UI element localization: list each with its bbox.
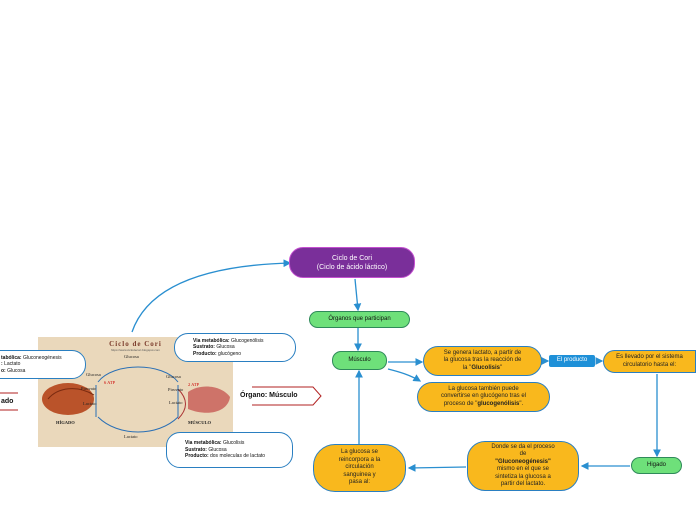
higado-label: Higado bbox=[646, 461, 666, 468]
cori-higado-label: HÍGADO bbox=[56, 420, 75, 425]
cori-musculo-label: MÚSCULO bbox=[188, 420, 212, 425]
main-topic-line1: Ciclo de Cori bbox=[331, 254, 373, 262]
organo-musculo-label[interactable]: Órgano: Músculo bbox=[240, 392, 298, 399]
main-topic[interactable]: Ciclo de Cori (Ciclo de ácido láctico) bbox=[289, 247, 415, 278]
organos-label: Órganos que participan bbox=[328, 315, 391, 322]
el-producto-label[interactable]: El producto bbox=[549, 355, 595, 367]
info-gluconeogenesis-producto: o: Glucosa bbox=[1, 367, 26, 374]
higado-node[interactable]: Higado bbox=[631, 457, 682, 474]
musculo-node[interactable]: Músculo bbox=[332, 351, 387, 370]
main-topic-line2: (Ciclo de ácido láctico) bbox=[316, 263, 388, 271]
info-gluconeogenesis[interactable]: tabólica: Gluconeogénesis : Lactato o: G… bbox=[0, 350, 86, 379]
cori-lactato-left: Lactato bbox=[83, 401, 97, 406]
info-gluconeogenesis-via: tabólica: Gluconeogénesis bbox=[1, 354, 62, 361]
info-glucogenolisis-producto: Producto: glucógeno bbox=[193, 350, 242, 357]
cori-glucosa-right: Glucosa bbox=[166, 374, 181, 379]
lactato-node[interactable]: Se genera lactato, a partir de la glucos… bbox=[423, 346, 542, 376]
info-glucogenolisis-sustrato: Sustrato: Glucosa bbox=[193, 344, 235, 351]
cori-atp2: 2 ATP bbox=[188, 382, 200, 387]
circulacion-node[interactable]: La glucosa se reincorpora a la circulaci… bbox=[313, 444, 406, 492]
info-glucogenolisis[interactable]: Via metabólica: Glucogenólisis Sustrato:… bbox=[174, 333, 296, 362]
info-glucolisis-sustrato: Sustrato: Glucosa bbox=[185, 446, 227, 453]
info-gluconeogenesis-sustrato: : Lactato bbox=[1, 361, 21, 368]
cori-glucosa-top: Glucosa bbox=[124, 354, 139, 359]
circulacion-text: La glucosa se reincorpora a la circulaci… bbox=[338, 449, 381, 486]
cori-lactato-bottom: Lactato bbox=[124, 434, 138, 439]
cori-image-drawing bbox=[42, 366, 230, 433]
cori-piruvato-left: Piruvato bbox=[81, 386, 97, 391]
glucogenolisis-node[interactable]: La glucosa también puede convertirse en … bbox=[417, 382, 550, 412]
cori-lactato-right: Lactato bbox=[169, 400, 183, 405]
llevado-node[interactable]: Es llevado por el sistema circulatorio h… bbox=[603, 350, 696, 373]
info-glucolisis-producto: Producto: dos moleculas de lactato bbox=[185, 453, 266, 460]
llevado-text: Es llevado por el sistema circulatorio h… bbox=[616, 354, 683, 368]
musculo-label: Músculo bbox=[348, 356, 371, 363]
gluconeogenesis-node[interactable]: Donde se da el proceso de "Gluconeogénes… bbox=[467, 441, 579, 491]
cori-atp6: 6 ATP bbox=[104, 380, 116, 385]
cori-glucosa-left: Glucosa bbox=[86, 372, 101, 377]
glucogenolisis-text: La glucosa también puede convertirse en … bbox=[440, 385, 527, 407]
cori-image-title: Ciclo de Cori bbox=[109, 340, 162, 348]
info-glucolisis-via: Via metabólica: Glucolisis bbox=[185, 440, 245, 447]
cori-piruvato-right: Piruvato bbox=[168, 387, 184, 392]
lactato-text: Se genera lactato, a partir de la glucos… bbox=[443, 349, 522, 371]
info-glucolisis[interactable]: Via metabólica: Glucolisis Sustrato: Glu… bbox=[166, 432, 293, 468]
organos-node[interactable]: Órganos que participan bbox=[309, 311, 410, 328]
info-glucogenolisis-via: Via metabólica: Glucogenólisis bbox=[193, 337, 264, 344]
cori-image-url: https://www.ciclodecori.blogspot.com bbox=[110, 348, 161, 352]
organo-higado-label[interactable]: ado bbox=[1, 398, 14, 405]
